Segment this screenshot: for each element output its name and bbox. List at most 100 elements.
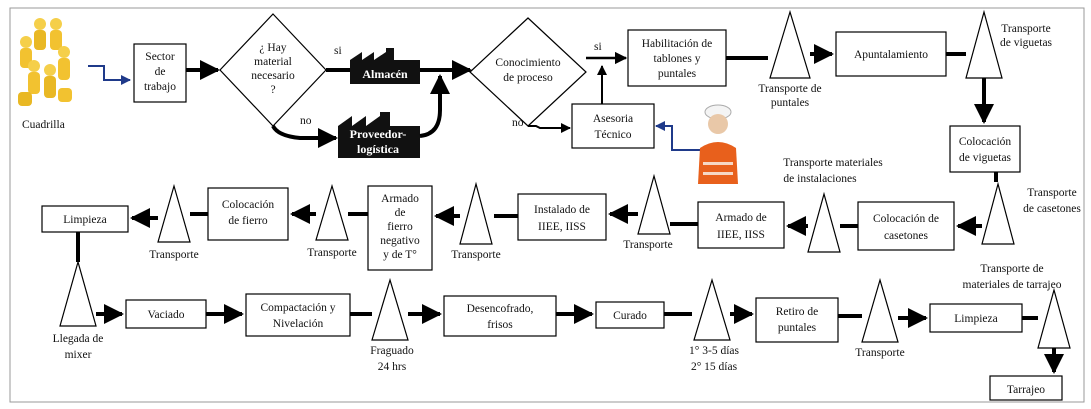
vaciado-label: Vaciado — [147, 309, 184, 321]
workers-icon — [18, 18, 72, 106]
habilitacion-line-3: puntales — [658, 68, 697, 80]
transporte-casetones-triangle — [981, 181, 1015, 245]
asesoria-line-2: Técnico — [594, 129, 631, 141]
t-materiales-inst-line-1: Transporte materiales — [783, 157, 883, 169]
armado-fierro-line-3: fierro — [387, 221, 413, 233]
t-tarrajeo-line-1: Transporte de — [980, 263, 1043, 275]
colocacion-viguetas-box — [949, 125, 1021, 173]
sector-line-1: Sector — [145, 51, 175, 63]
habilitacion-line-1: Habilitación de — [642, 38, 713, 50]
compactacion-line-1: Compactación y — [260, 302, 335, 314]
retiro-line-2: puntales — [778, 322, 817, 334]
colocacion-viguetas-line-1: Colocación — [959, 136, 1012, 148]
llegada-mixer-line-2: mixer — [65, 349, 92, 361]
decision-line-4: ? — [270, 84, 275, 96]
t-puntales-line-2: puntales — [771, 97, 810, 109]
armado-iiee-line-1: Armado de — [715, 212, 766, 224]
limpieza-1-label: Limpieza — [63, 214, 106, 226]
tarrajeo-label: Tarrajeo — [1007, 384, 1045, 396]
almacen-factory-icon — [350, 48, 420, 84]
curado-label: Curado — [613, 310, 647, 322]
transporte-e-triangle — [861, 277, 899, 343]
armado-fierro-line-5: y de T° — [383, 249, 417, 261]
desencofrado-line-1: Desencofrado, — [467, 303, 534, 315]
transporte-a-label: Transporte — [623, 239, 672, 251]
habilitacion-box — [627, 29, 727, 87]
compactacion-line-2: Nivelación — [273, 318, 324, 330]
decision-line-2: material — [254, 56, 292, 68]
fraguado-line-1: Fraguado — [370, 345, 414, 357]
proveedor-factory-icon — [338, 112, 420, 158]
t-viguetas-line-1: Transporte — [1001, 23, 1050, 35]
transporte-d-triangle — [157, 183, 191, 243]
colocacion-fierro-line-1: Colocación — [222, 199, 275, 211]
asesoria-line-1: Asesoria — [593, 113, 633, 125]
no-label-1: no — [300, 115, 312, 127]
transporte-puntales-triangle — [769, 9, 811, 79]
t-puntales-line-1: Transporte de — [758, 83, 821, 95]
curado-dias-triangle — [693, 277, 731, 341]
vaciado-box — [125, 299, 207, 329]
t-materiales-inst-line-2: de instalaciones — [783, 173, 857, 185]
colocacion-casetones-line-2: casetones — [884, 230, 929, 242]
transporte-b-label: Transporte — [451, 249, 500, 261]
si-label-1: si — [334, 45, 342, 57]
dias-line-1: 1° 3-5 días — [689, 345, 739, 357]
colocacion-casetones-line-1: Colocación de — [873, 213, 939, 225]
conocimiento-line-1: Conocimiento — [495, 57, 560, 69]
instalado-line-1: Instalado de — [534, 204, 590, 216]
colocacion-fierro-line-2: de fierro — [228, 215, 268, 227]
habilitacion-line-2: tablones y — [654, 53, 701, 65]
si-label-2: si — [594, 41, 602, 53]
arrow-decision-proveedor — [271, 124, 338, 148]
transporte-d-label: Transporte — [149, 249, 198, 261]
decision-line-3: necesario — [251, 70, 295, 82]
armado-fierro-line-4: negativo — [380, 235, 420, 247]
armado-iiee-line-2: IIEE, IISS — [717, 229, 765, 241]
retiro-box — [755, 297, 839, 343]
tarrajeo-box — [989, 375, 1063, 401]
colocacion-fierro-box — [207, 187, 289, 241]
diagram-frame — [9, 7, 1085, 403]
compactacion-box — [245, 293, 351, 337]
armado-fierro-line-1: Armado — [381, 193, 419, 205]
t-casetones-line-1: Transporte — [1027, 187, 1076, 199]
armado-iiee-box — [697, 201, 785, 249]
conocimiento-line-2: de proceso — [503, 72, 553, 84]
transporte-c-label: Transporte — [307, 247, 356, 259]
instalado-line-2: IIEE, IISS — [538, 221, 586, 233]
colocacion-casetones-box — [857, 201, 955, 251]
asesoria-box — [571, 103, 655, 149]
retiro-line-1: Retiro de — [776, 306, 818, 318]
sector-line-3: trabajo — [144, 81, 176, 93]
t-tarrajeo-line-2: materiales de tarrajeo — [963, 279, 1062, 291]
limpieza-2-label: Limpieza — [954, 313, 997, 325]
sector-line-2: de — [155, 66, 166, 78]
t-casetones-line-2: de casetones — [1023, 203, 1081, 215]
transporte-a-triangle — [637, 173, 671, 235]
armado-fierro-box — [367, 185, 433, 271]
transporte-c-triangle — [315, 183, 349, 241]
t-viguetas-line-2: de viguetas — [1000, 37, 1053, 49]
proveedor-line-2: logística — [357, 142, 399, 156]
llegada-mixer-line-1: Llegada de — [53, 333, 104, 345]
colocacion-viguetas-line-2: de viguetas — [959, 152, 1012, 164]
transporte-tarrajeo-triangle — [1037, 287, 1071, 349]
almacen-label: Almacén — [362, 67, 408, 81]
arrow-conocimiento-asesoria — [528, 123, 571, 133]
instalado-box — [517, 193, 607, 241]
apuntalamiento-label: Apuntalamiento — [854, 49, 928, 61]
cuadrilla-label: Cuadrilla — [22, 119, 65, 131]
transporte-b-triangle — [459, 181, 493, 245]
connector-engineer-asesoria — [655, 121, 700, 151]
limpieza-1-box — [41, 205, 129, 233]
dias-line-2: 2° 15 días — [691, 361, 738, 373]
fraguado-line-2: 24 hrs — [378, 361, 407, 373]
connector-cuadrilla-sector — [88, 65, 131, 85]
arrow-proveedor-up — [419, 74, 450, 138]
apuntalamiento-box — [835, 31, 947, 77]
proveedor-line-1: Proveedor- — [350, 127, 407, 141]
engineer-icon — [698, 104, 738, 184]
